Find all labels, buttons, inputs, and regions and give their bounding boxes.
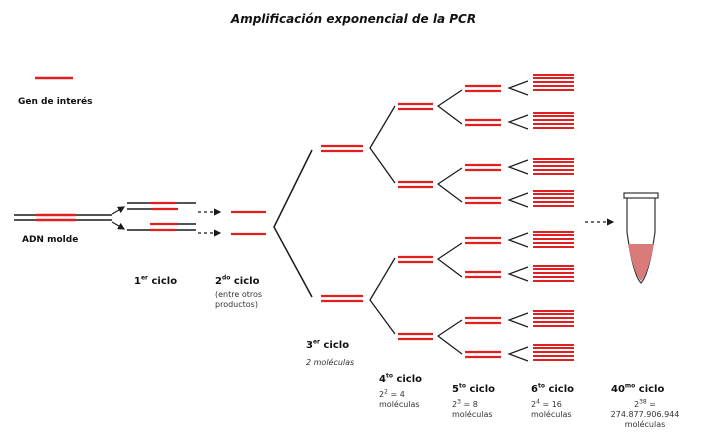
c5-c6-branch-5 [507,232,529,248]
c5-c6-branch-3 [507,159,529,175]
cycle-40-label: 40mo ciclo [611,382,665,395]
template-label: ADN molde [22,235,79,245]
c5-c6-branch-6 [507,266,529,282]
c3-c4-branch-upper [369,105,396,184]
legend-label: Gen de interés [18,97,93,107]
split-arrow-up [111,206,126,215]
cycle-1-label: 1er ciclo [134,274,178,287]
c4-c5-branch-3 [436,242,463,278]
cycle-3-note: 2 moléculas [306,358,355,367]
cycle-2-label: 2do ciclo [215,274,260,287]
cycle-5-label: 5to ciclo [452,382,496,395]
c5-c6-branch-4 [507,192,529,208]
c4-c5-branch-1 [436,89,463,125]
c5-c6-branch-7 [507,312,529,328]
c5-c6-branch-8 [507,346,529,362]
tube-liquid [628,244,654,281]
c5-c6-branch-1 [507,80,529,96]
tube-rim [623,192,659,199]
c4-c5-branch-4 [436,319,463,355]
diagram-title: Amplificación exponencial de la PCR [230,12,477,26]
cycle-4-label: 4to ciclo [379,372,423,385]
c3-c4-branch-lower [369,257,396,335]
cycle-6-label: 6to ciclo [531,382,575,395]
c4-c5-branch-2 [436,167,463,203]
split-arrow-down [111,221,126,230]
c2-c3-branch [273,149,313,298]
cycle-3-label: 3er ciclo [306,338,350,351]
c5-c6-branch-2 [507,114,529,130]
